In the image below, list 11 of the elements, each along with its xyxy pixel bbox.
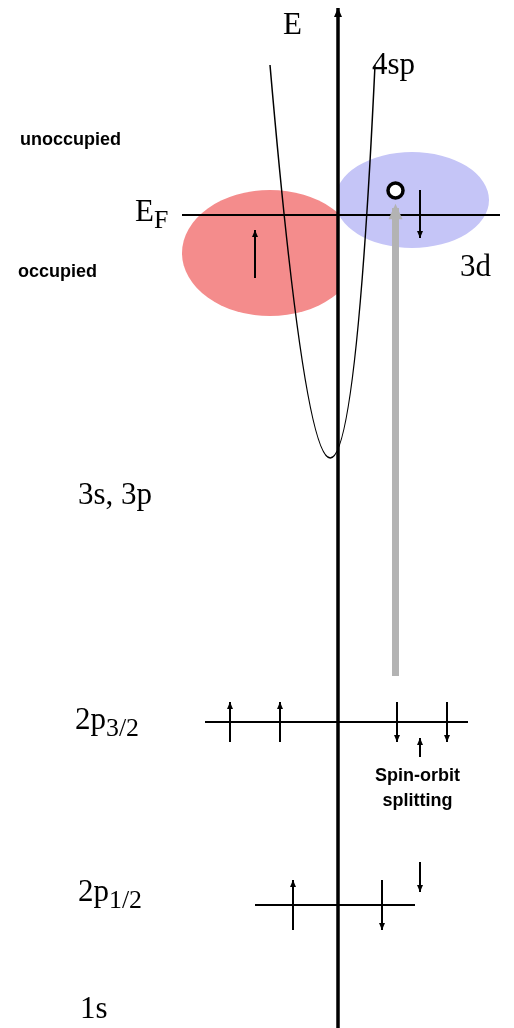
level-label: 3s, 3p [78,478,153,509]
fermi-level-label: E$_{F}$ [135,195,169,233]
region-label: occupied [18,262,97,280]
axis-label: E [283,8,302,39]
region-label: unoccupied [20,130,121,148]
level-label: 2p$_{1/2}$ [78,875,142,913]
annotation-text: Spin-orbit splitting [374,764,461,813]
band-label: 4sp [372,48,416,79]
level-label: 1s [80,992,108,1023]
band-label: 3d [460,250,491,281]
level-label: 2p$_{3/2}$ [75,703,139,741]
